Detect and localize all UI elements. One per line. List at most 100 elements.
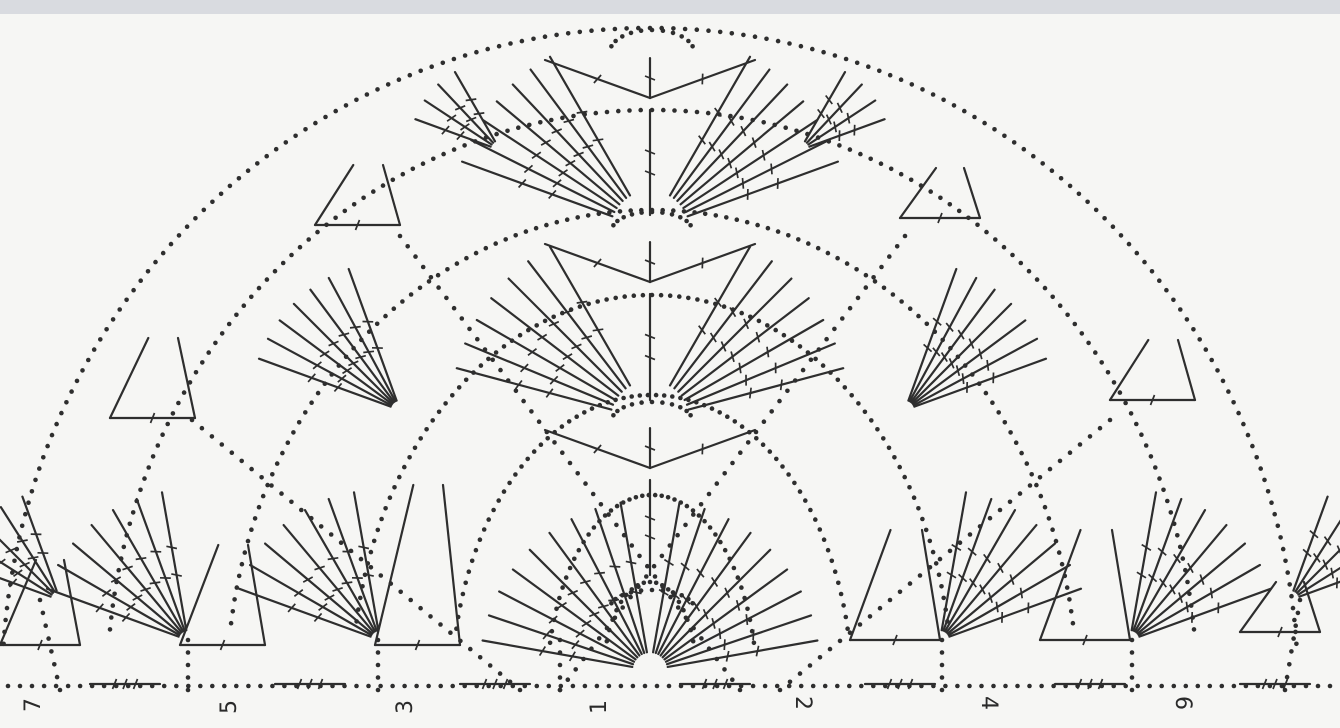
chain-dot xyxy=(835,684,840,689)
chain-dot xyxy=(615,219,620,224)
chain-dot xyxy=(1139,432,1144,437)
chain-dot xyxy=(1019,261,1024,266)
chain-dot xyxy=(194,370,199,375)
chain-dot xyxy=(467,327,472,332)
chain-dot xyxy=(490,358,495,363)
chain-dot xyxy=(5,606,10,611)
row-label-5: 5 xyxy=(217,700,242,714)
chain-dot xyxy=(379,573,384,578)
chain-dot xyxy=(408,598,413,603)
chain-dot xyxy=(378,684,383,689)
chain-dot xyxy=(246,539,251,544)
chain-dot xyxy=(938,557,943,562)
chain-dot xyxy=(1058,303,1063,308)
chain-dot xyxy=(507,481,512,486)
chain-dot xyxy=(333,216,338,221)
treble-stitch xyxy=(683,120,817,208)
chain-dot xyxy=(407,455,412,460)
chain-dot xyxy=(116,568,121,573)
chain-dot xyxy=(864,285,869,290)
chain-dot xyxy=(505,129,510,134)
chain-dot xyxy=(638,108,643,113)
chain-dot xyxy=(796,237,801,242)
chain-dot xyxy=(383,506,388,511)
chain-dot xyxy=(111,603,116,608)
chain-dot xyxy=(654,581,659,586)
chain-dot xyxy=(376,663,381,668)
chain-dot xyxy=(112,592,117,597)
treble-stitch xyxy=(1293,497,1327,591)
chain-dot xyxy=(835,256,840,261)
chain-dot xyxy=(566,31,571,36)
stitch-cross xyxy=(838,103,843,113)
chain-dot xyxy=(639,210,644,215)
chain-dot xyxy=(695,27,700,32)
chain-dot xyxy=(686,39,691,44)
chain-dot xyxy=(265,483,270,488)
chain-dot xyxy=(887,254,892,259)
chain-dot xyxy=(1012,140,1017,145)
treble-stitch xyxy=(677,85,787,201)
chain-dot xyxy=(1027,269,1032,274)
stitch-cross xyxy=(358,546,369,548)
chain-dot xyxy=(630,543,635,548)
chain-dot xyxy=(520,39,525,44)
stitch-cross xyxy=(610,566,621,567)
treble-stitch xyxy=(1299,562,1340,596)
chain-dot xyxy=(437,410,442,415)
chain-dot xyxy=(828,647,833,652)
chain-dot xyxy=(430,418,435,423)
chain-dot xyxy=(534,226,539,231)
chain-dot xyxy=(741,33,746,38)
chain-dot xyxy=(571,684,576,689)
chain-dot xyxy=(75,379,80,384)
chain-dot xyxy=(733,419,738,424)
chain-dot xyxy=(903,234,908,239)
treble-stitch xyxy=(483,641,633,667)
chain-dot xyxy=(286,440,291,445)
chain-dot xyxy=(232,597,237,602)
chain-dot xyxy=(186,650,191,655)
chain-dot xyxy=(962,109,967,114)
chain-dot xyxy=(240,562,245,567)
chain-dot xyxy=(1003,420,1008,425)
chain-dot xyxy=(98,337,103,342)
chain-dot xyxy=(555,220,560,225)
chain-dot xyxy=(703,212,708,217)
chain-dot xyxy=(751,684,756,689)
chain-dot xyxy=(1018,491,1023,496)
chain-dot xyxy=(1285,570,1290,575)
chain-dot xyxy=(66,684,71,689)
chain-dot xyxy=(567,419,572,424)
chain-dot xyxy=(739,585,744,590)
chain-dot xyxy=(642,581,647,586)
chain-dot xyxy=(306,237,311,242)
chain-dot xyxy=(763,684,768,689)
stitch-cross xyxy=(996,602,998,613)
chain-dot xyxy=(376,650,381,655)
chain-dot xyxy=(564,575,569,580)
chain-dot xyxy=(400,299,405,304)
chain-dot xyxy=(117,307,122,312)
chain-dot xyxy=(474,50,479,55)
chain-dot xyxy=(418,436,423,441)
chain-dot xyxy=(1088,434,1093,439)
chain-dot xyxy=(436,285,441,290)
chain-dot xyxy=(718,540,723,545)
chain-dot xyxy=(131,510,136,515)
chain-dot xyxy=(513,233,518,238)
chain-dot xyxy=(1027,684,1032,689)
chain-dot xyxy=(323,115,328,120)
chain-dot xyxy=(52,662,57,667)
chain-dot xyxy=(844,615,849,620)
chain-dot xyxy=(455,261,460,266)
chain-dot xyxy=(343,209,348,214)
treble-stitch xyxy=(509,279,622,392)
chain-dot xyxy=(607,684,612,689)
chain-dot xyxy=(151,454,156,459)
chain-dot xyxy=(319,524,324,529)
chain-dot xyxy=(640,494,645,499)
chain-dot xyxy=(622,294,627,299)
treble-stitch xyxy=(908,269,956,401)
chain-dot xyxy=(672,497,677,502)
